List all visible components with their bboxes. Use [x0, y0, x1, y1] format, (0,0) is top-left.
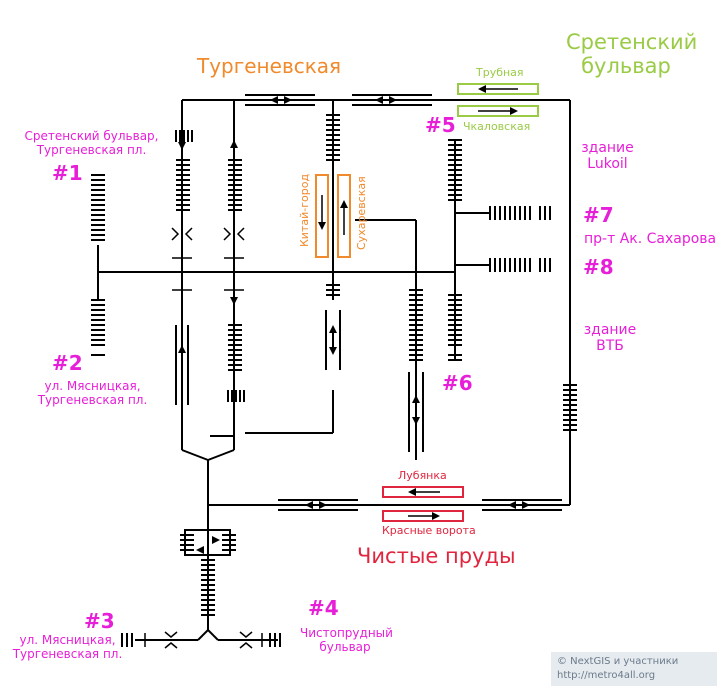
exit-2-description: ул. Мясницкая, Тургеневская пл. [37, 379, 148, 407]
arrows [178, 96, 530, 554]
building-lukoil: здание Lukoil [581, 140, 634, 173]
copyright-box: © NextGIS и участники http://metro4all.o… [551, 652, 717, 686]
platform-label-lubyanka: Лубянка [398, 469, 447, 482]
exit-7-number: #7 [583, 203, 614, 227]
exit-3-number: #3 [84, 609, 115, 633]
exit-1-number: #1 [52, 161, 83, 185]
station-sretensky-bulvar: Сретенский бульвар [566, 30, 698, 79]
exit-4-description: Чистопрудный бульвар [300, 626, 393, 654]
barriers [138, 227, 263, 649]
exit-7-description: пр-т Ак. Сахарова [584, 231, 717, 247]
copyright-line1: © NextGIS и участники [557, 656, 679, 667]
platform-sukharevskaya [337, 174, 351, 258]
exit-4-number: #4 [308, 596, 339, 620]
platform-label-chkalovskaya: Чкаловская [463, 120, 531, 133]
exit-8-number: #8 [583, 255, 614, 279]
building-vtb: здание ВТБ [583, 322, 637, 355]
escalators [91, 114, 577, 647]
platform-label-trubnaya: Трубная [476, 66, 524, 79]
platform-label-kitay-gorod: Китай-город [298, 173, 311, 247]
exit2-stairs [91, 299, 105, 356]
exit-6-number: #6 [442, 371, 473, 395]
platform-chkalovskaya [457, 105, 539, 117]
copyright-link[interactable]: http://metro4all.org [557, 670, 656, 681]
passages [175, 94, 562, 556]
platform-trubnaya [457, 83, 539, 95]
platform-lubyanka [382, 486, 464, 498]
exit-1-description: Сретенский бульвар, Тургеневская пл. [24, 129, 159, 157]
platform-kitay-gorod [315, 174, 329, 258]
platform-krasnye-vorota [382, 510, 464, 522]
exit-2-number: #2 [52, 351, 83, 375]
station-turgenevskaya: Тургеневская [197, 54, 342, 78]
station-chistye-prudy: Чистые пруды [357, 544, 516, 568]
platform-label-sukharevskaya: Сухаревская [355, 176, 368, 250]
platform-label-krasnye-vorota: Красные ворота [382, 524, 476, 537]
exit-5-number: #5 [425, 113, 456, 137]
exit-3-description: ул. Мясницкая, Тургеневская пл. [12, 633, 123, 661]
exit1-stairs [91, 174, 105, 241]
